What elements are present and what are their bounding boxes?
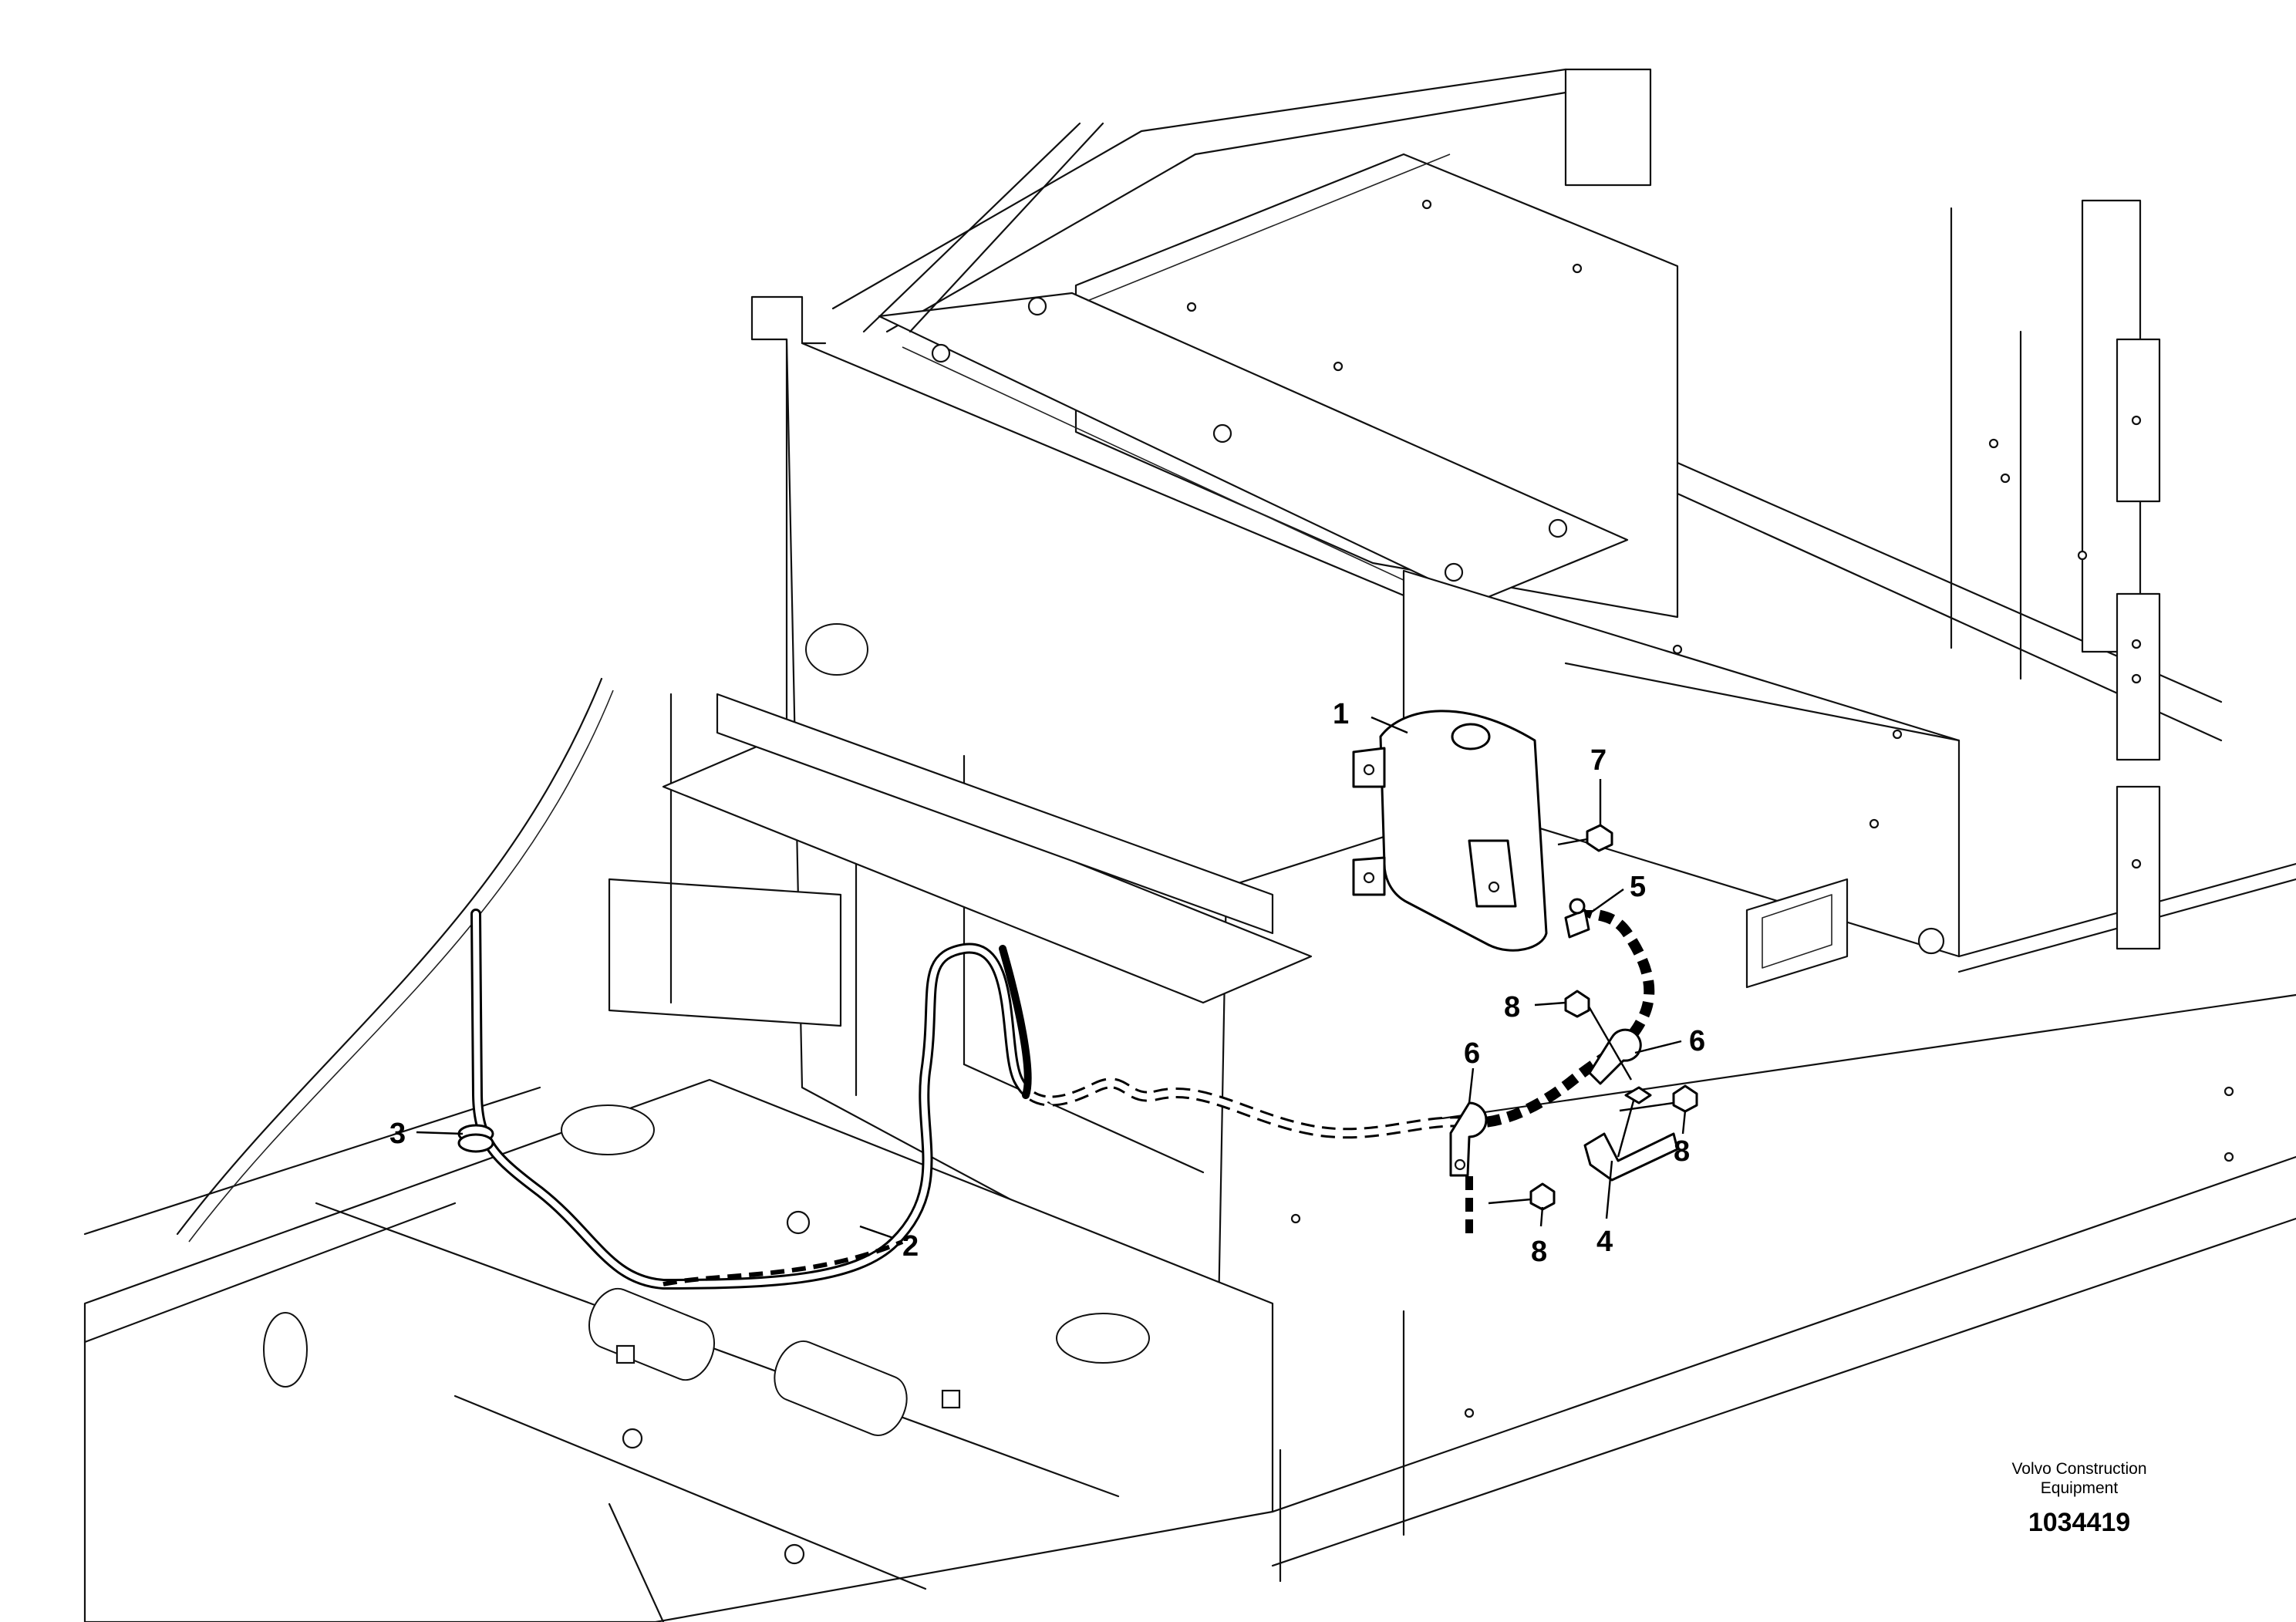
mounting-bracket	[1583, 1086, 1679, 1182]
washer-reservoir	[1352, 710, 1548, 952]
callout-leaders	[416, 716, 1687, 1239]
machine-frame	[83, 68, 2296, 1622]
callout-8-bottom: 8	[1531, 1236, 1547, 1268]
callout-labels: 1 2 3 4 5 6 6 7 8 8 8	[389, 698, 1705, 1268]
hose-fitting	[1564, 898, 1590, 939]
callout-1: 1	[1333, 698, 1349, 730]
callout-8-top: 8	[1504, 991, 1520, 1023]
grommet	[457, 1124, 494, 1153]
callout-6-right: 6	[1689, 1025, 1705, 1057]
washer-hose	[470, 906, 1655, 1290]
brand-line-1: Volvo Construction	[2011, 1460, 2146, 1478]
callout-2: 2	[902, 1230, 919, 1263]
brand-line-2: Equipment	[2041, 1479, 2119, 1497]
footer-brand: Volvo Construction Equipment 1034419	[2011, 1460, 2146, 1537]
callout-4: 4	[1596, 1226, 1613, 1258]
machine-holes	[263, 199, 2234, 1565]
document-number: 1034419	[2028, 1508, 2130, 1537]
callout-8-right: 8	[1674, 1135, 1690, 1168]
callout-7: 7	[1590, 744, 1607, 777]
callout-5: 5	[1630, 871, 1646, 903]
callout-3: 3	[389, 1118, 406, 1150]
callout-6-left: 6	[1464, 1037, 1480, 1070]
hose-clamps	[1449, 1028, 1642, 1234]
bolts-item-8	[1488, 990, 1698, 1211]
